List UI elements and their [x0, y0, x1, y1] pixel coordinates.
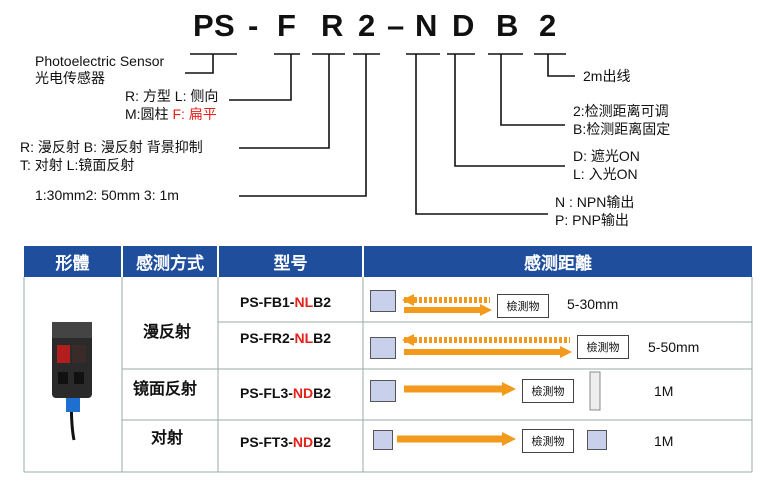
- shape-label-round: M:圆柱: [125, 106, 173, 122]
- model-row4-b: ND: [292, 434, 314, 450]
- row4-arrow: [397, 432, 516, 446]
- header-method: 感测方式: [123, 246, 217, 277]
- light-d-label: D: 遮光ON: [573, 148, 640, 164]
- sensor-box-row1: [370, 290, 396, 312]
- model-row3-c: B2: [313, 385, 332, 401]
- mode-label-line2: T: 对射 L:镜面反射: [20, 157, 135, 173]
- shape-label-flat: F: 扁平: [172, 106, 217, 122]
- model-row4-c: B2: [313, 434, 332, 450]
- dist-fixed-label: B:检测距离固定: [573, 121, 671, 137]
- row2-arrows: [402, 334, 572, 358]
- row3-arrow: [404, 371, 601, 411]
- shape-label-line2: M:圆柱 F: 扁平: [125, 106, 217, 123]
- model-row1-a: PS-FB1-: [240, 294, 295, 310]
- code-char-b: B: [496, 8, 519, 43]
- code-char-f: F: [277, 8, 296, 43]
- method-mirror: 镜面反射: [133, 381, 198, 398]
- sensor-box-row4-emitter: [373, 430, 393, 450]
- mode-label-line1: R: 漫反射 B: 漫反射 背景抑制: [20, 139, 203, 155]
- header-range: 感测距離: [364, 246, 752, 277]
- header-shape: 形體: [24, 246, 121, 277]
- distance-row1: 5-30mm: [567, 296, 619, 312]
- output-npn-label: N : NPN输出: [555, 194, 635, 210]
- method-through: 对射: [151, 430, 184, 447]
- model-row3: PS-FL3-NDB2: [240, 385, 331, 401]
- method-diffuse: 漫反射: [143, 324, 192, 341]
- model-row3-a: PS-FL3-: [240, 385, 293, 401]
- model-row3-b: ND: [292, 385, 314, 401]
- shape-label-line1: R: 方型 L: 侧向: [125, 88, 219, 104]
- photoelectric-cn-label: 光电传感器: [35, 70, 105, 86]
- code-char-dash: -: [248, 8, 259, 43]
- object-box-row2: 檢測物: [577, 335, 629, 359]
- cable-label: 2m出线: [583, 68, 631, 84]
- light-l-label: L: 入光ON: [573, 166, 638, 182]
- model-row1: PS-FB1-NLB2: [240, 294, 331, 310]
- code-char-2b: 2: [539, 8, 557, 43]
- model-row4-a: PS-FT3-: [240, 434, 293, 450]
- sensor-box-row2: [370, 337, 396, 359]
- sensor-image: [52, 322, 92, 441]
- distance-label: 1:30mm2: 50mm 3: 1m: [35, 187, 179, 203]
- model-row4: PS-FT3-NDB2: [240, 434, 331, 450]
- distance-row2: 5-50mm: [648, 339, 700, 355]
- sensor-box-row3: [370, 380, 396, 402]
- model-row2-a: PS-FR2-: [240, 330, 295, 346]
- code-char-endash: –: [387, 8, 405, 43]
- sensor-box-row4-receiver: [587, 430, 607, 450]
- model-row2: PS-FR2-NLB2: [240, 330, 331, 346]
- code-char-s: S: [214, 8, 235, 43]
- model-row1-c: B2: [313, 294, 332, 310]
- model-row2-c: B2: [313, 330, 332, 346]
- code-char-2: 2: [358, 8, 376, 43]
- object-box-row4: 檢測物: [522, 429, 574, 453]
- code-char-r: R: [321, 8, 344, 43]
- row1-arrows: [402, 294, 492, 316]
- header-model: 型号: [219, 246, 362, 277]
- code-char-n: N: [415, 8, 438, 43]
- dist-adjustable-label: 2:检测距离可调: [573, 103, 669, 119]
- distance-row3: 1M: [654, 383, 674, 399]
- object-box-row3: 檢測物: [522, 379, 574, 403]
- code-char-p: P: [193, 8, 214, 43]
- output-pnp-label: P: PNP输出: [555, 212, 629, 228]
- object-box-row1: 檢測物: [497, 294, 549, 318]
- model-row1-b: NL: [294, 294, 314, 310]
- model-row2-b: NL: [294, 330, 314, 346]
- leader-lines: [185, 53, 575, 215]
- distance-row4: 1M: [654, 433, 674, 449]
- photoelectric-en-label: Photoelectric Sensor: [35, 53, 165, 69]
- code-char-d: D: [452, 8, 475, 43]
